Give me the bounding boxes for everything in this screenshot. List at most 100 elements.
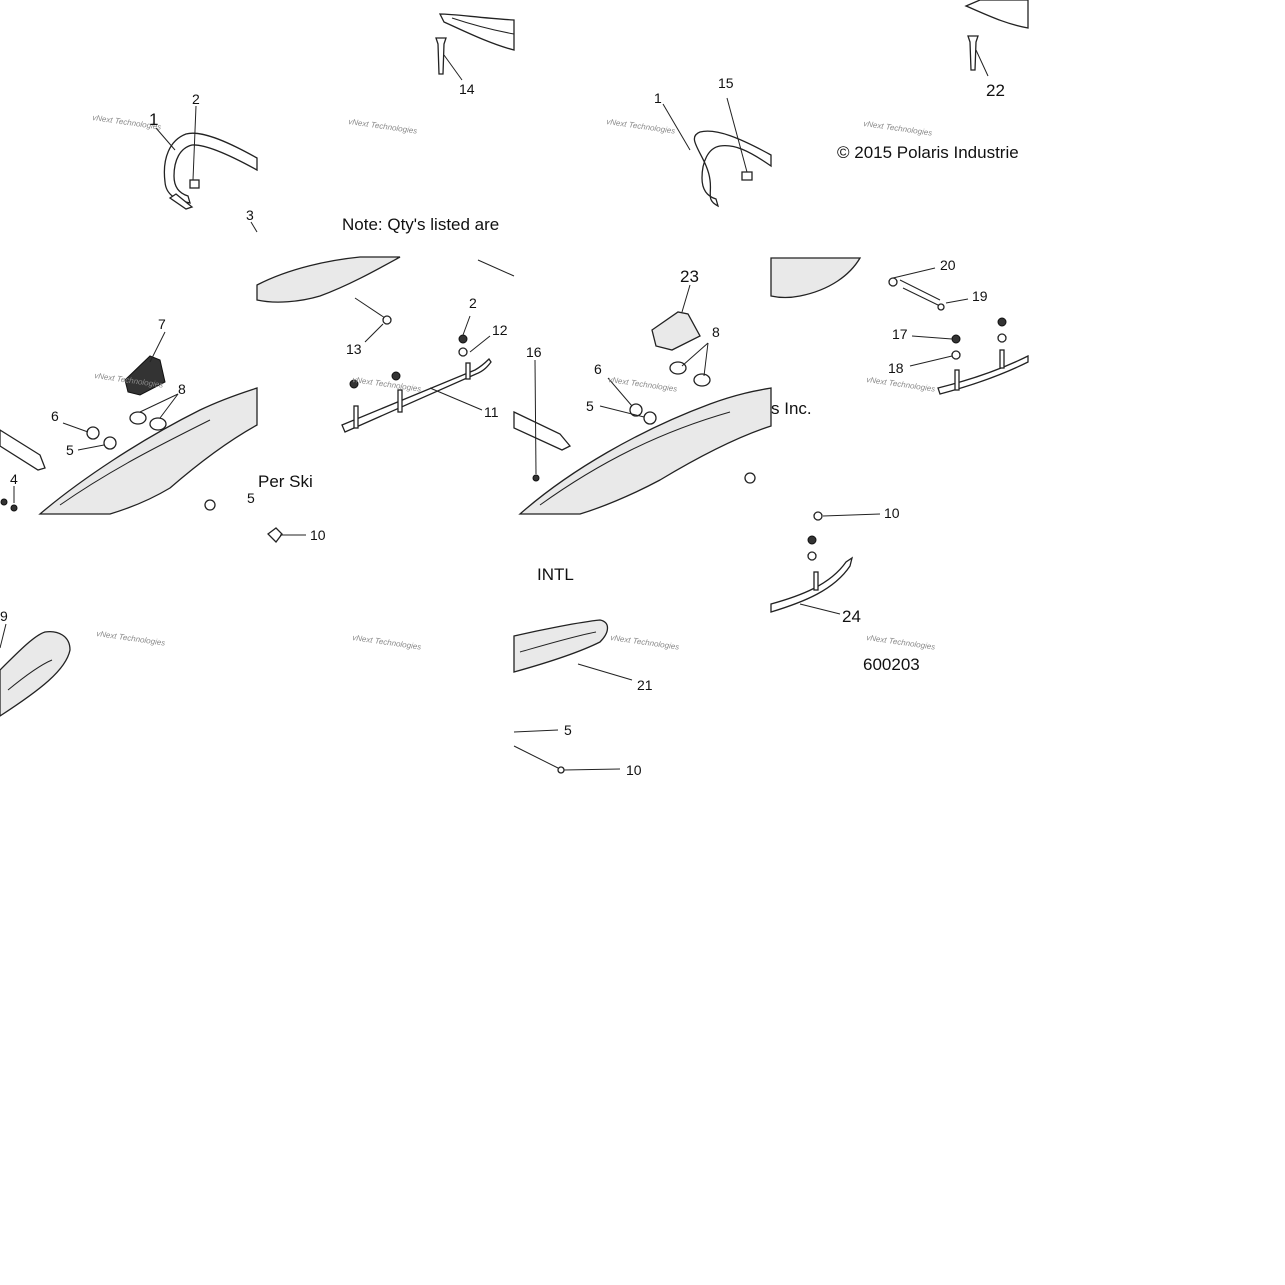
washer-18-part	[951, 350, 961, 360]
callout-label: 18	[888, 360, 904, 376]
callout-label: 7	[158, 316, 166, 332]
ski-front-body-part-b	[770, 257, 862, 299]
bushing-part	[129, 411, 147, 425]
tile-ski-tail-right	[513, 619, 633, 774]
bolt-10-part	[267, 527, 283, 543]
callout-label: 8	[712, 324, 720, 340]
callout-label: 5	[586, 398, 594, 414]
nut-part-f	[629, 403, 643, 417]
ski-body-part-b	[518, 387, 772, 515]
runner-stud-b	[397, 389, 403, 413]
nut-part-b	[10, 504, 18, 512]
watermark: vNext Technologies	[610, 633, 680, 652]
watermarks: vNext Technologies vNext Technologies vN…	[92, 113, 936, 652]
callout-label: 2	[192, 91, 200, 107]
callout-label: 1	[654, 90, 662, 106]
washer-part-c	[643, 411, 657, 425]
nut-12-part	[458, 334, 468, 344]
callout-label: 10	[884, 505, 900, 521]
tile-ski-runner-b	[770, 511, 881, 615]
callout-label: 6	[594, 361, 602, 377]
diagram-number: 600203	[863, 655, 920, 674]
nut-17-part	[951, 334, 961, 344]
washer-part-f	[813, 511, 823, 521]
ski-bumper-loop-part	[163, 132, 258, 204]
callout-label: 3	[246, 207, 254, 223]
washer-part-g	[807, 551, 817, 561]
bolt-10-part-b	[557, 766, 565, 774]
callout-numbers: 1 2 14 1 15 22 3 23 20 19 7 2 12 13 16 8…	[0, 75, 1005, 778]
callout-label: 5	[247, 490, 255, 506]
tile-ski-tip-b	[964, 0, 1029, 77]
callout-label: 16	[526, 344, 542, 360]
watermark: vNext Technologies	[866, 633, 936, 652]
ski-tip-part	[438, 13, 515, 51]
washer-part-b	[204, 499, 216, 511]
runner-stud-c	[465, 362, 471, 380]
ski-spindle-arm-part	[0, 429, 46, 471]
watermark: vNext Technologies	[348, 117, 418, 136]
callout-label: 23	[680, 267, 699, 286]
watermark: vNext Technologies	[606, 117, 676, 136]
ski-tip-part-b	[964, 0, 1029, 29]
copyright-note-continued: s Inc.	[771, 399, 812, 418]
nut-part-g	[997, 317, 1007, 327]
ski-front-body-part	[256, 256, 401, 303]
tile-ski-body-right	[513, 284, 772, 515]
carbide-runner-11-part	[341, 357, 492, 433]
callout-label: 14	[459, 81, 475, 97]
bumper-retainer-part-b	[741, 171, 753, 181]
bushing-part-b	[149, 417, 167, 431]
callout-label: 21	[637, 677, 653, 693]
bushing-part-c	[669, 361, 687, 375]
washer-12-part	[458, 347, 468, 357]
tile-ski-tip-a	[435, 13, 515, 81]
per-ski-note: Per Ski	[258, 472, 313, 491]
callout-label: 1	[149, 110, 158, 129]
tile-ski-tail-left	[0, 623, 71, 717]
watermark: vNext Technologies	[96, 629, 166, 648]
callout-label: 10	[310, 527, 326, 543]
runner-stud-e	[999, 349, 1005, 369]
watermark: vNext Technologies	[352, 375, 422, 394]
washer-20-part	[888, 277, 898, 287]
region-label: INTL	[537, 565, 574, 584]
tile-ski-body-left	[0, 331, 258, 515]
carbide-runner-part-b	[937, 354, 1029, 395]
ski-tail-21-part	[513, 619, 609, 673]
ski-bolt-14-part	[435, 37, 447, 75]
callout-label: 17	[892, 326, 908, 342]
carbide-runner-24-part	[770, 556, 854, 613]
tile-bumper-right	[662, 97, 772, 208]
callout-label: 15	[718, 75, 734, 91]
washer-part	[103, 436, 117, 450]
nut-part-c	[0, 498, 8, 506]
ski-bolt-22-part	[967, 35, 979, 71]
nut-part-e	[391, 371, 401, 381]
callout-label: 13	[346, 341, 362, 357]
ski-bumper-tip-part	[168, 193, 194, 210]
callout-label: 10	[626, 762, 642, 778]
callout-label: 4	[10, 471, 18, 487]
callout-label: 11	[484, 404, 499, 420]
tile-ski-hardware	[770, 257, 1029, 395]
callout-label: 22	[986, 81, 1005, 100]
nut-part-h	[807, 535, 817, 545]
tile-ski-runner	[256, 256, 515, 543]
callout-label: 2	[469, 295, 477, 311]
callout-label: 24	[842, 607, 861, 626]
diagram-notes: Note: Qty's listed are Per Ski © 2015 Po…	[258, 143, 1019, 674]
callout-label: 9	[0, 608, 8, 624]
washer-part-e	[997, 333, 1007, 343]
copyright-note: © 2015 Polaris Industrie	[837, 143, 1019, 162]
runner-stud-f	[813, 571, 819, 591]
bolt-head-13-part	[382, 315, 392, 325]
callout-label: 20	[940, 257, 956, 273]
washer-part-d	[744, 472, 756, 484]
bumper-retainer-part	[189, 179, 200, 189]
callout-label: 8	[178, 381, 186, 397]
callout-label: 5	[66, 442, 74, 458]
callout-label: 12	[492, 322, 508, 338]
